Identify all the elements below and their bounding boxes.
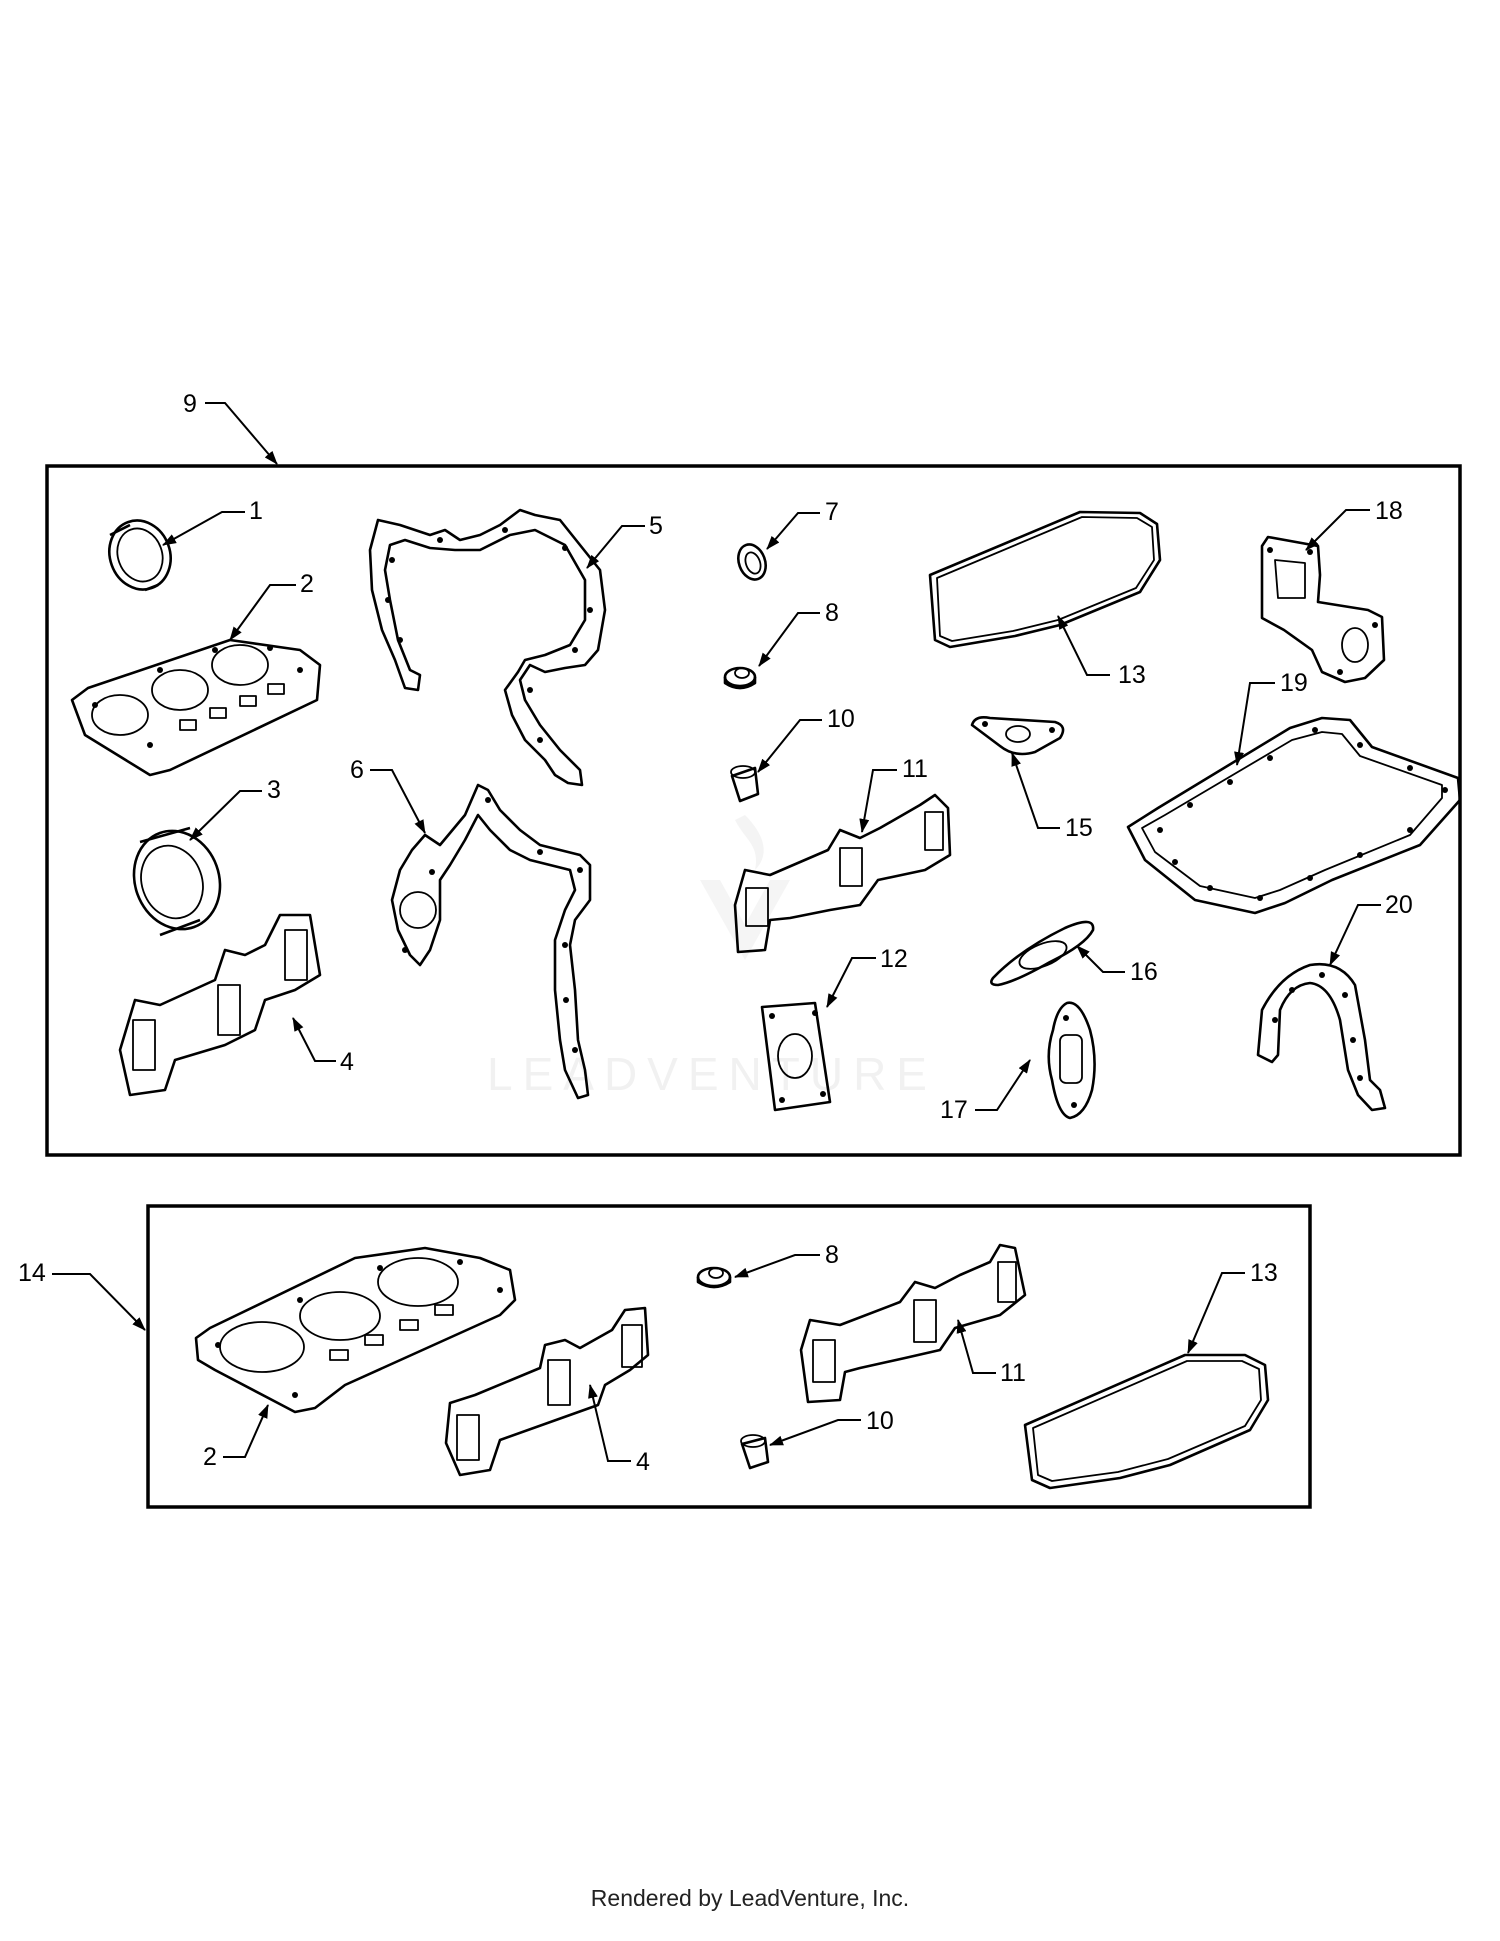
leader-20	[1329, 904, 1381, 966]
callout-6: 6	[350, 756, 364, 784]
part-11-intake-gasket	[733, 793, 952, 954]
kit-14-label: 14	[18, 1259, 46, 1287]
leader-8-kit14	[734, 1254, 820, 1278]
callout-5: 5	[649, 512, 663, 540]
leader-18	[1305, 509, 1370, 551]
callout-20: 20	[1385, 891, 1413, 919]
callout-11: 11	[902, 755, 928, 783]
callout-1: 1	[249, 497, 263, 525]
leader-2-kit14	[223, 1404, 269, 1458]
part-13-rocker-cover-gasket	[928, 510, 1162, 649]
kit-9-leader	[205, 402, 278, 465]
leader-13	[1057, 615, 1110, 676]
kit-9-label: 9	[183, 390, 197, 418]
leader-2	[229, 584, 296, 641]
leader-11	[859, 769, 897, 833]
callout-18: 18	[1375, 497, 1403, 525]
watermark-text: LEADVENTURE	[487, 1048, 937, 1100]
leader-6	[370, 769, 426, 834]
leader-13-kit14	[1187, 1272, 1245, 1354]
footer-credit: Rendered by LeadVenture, Inc.	[590, 1885, 910, 1911]
callout-13: 13	[1118, 661, 1146, 689]
leader-5	[586, 525, 645, 569]
callout-13-kit14: 13	[1250, 1259, 1278, 1287]
callout-4-kit14: 4	[636, 1448, 650, 1476]
callout-4: 4	[340, 1048, 354, 1076]
kit-14-leader	[52, 1273, 146, 1331]
part-3-rear-seal	[132, 826, 222, 937]
callout-10-kit14: 10	[866, 1407, 894, 1435]
leader-8	[758, 612, 820, 667]
part-13-rocker-cover-gasket-kit14	[1023, 1353, 1270, 1490]
leader-10	[757, 719, 822, 773]
leader-12	[826, 957, 876, 1008]
part-17-outlet-gasket	[1047, 1001, 1096, 1120]
callout-7: 7	[825, 498, 839, 526]
kit-9-frame	[45, 464, 1462, 1157]
leader-17	[975, 1059, 1031, 1111]
callout-10: 10	[827, 705, 855, 733]
part-2-head-gasket	[70, 638, 322, 777]
callout-8: 8	[825, 599, 839, 627]
part-2-head-gasket-kit14	[194, 1246, 517, 1414]
leader-15	[1011, 752, 1060, 829]
part-4-manifold-gasket-kit14	[444, 1306, 650, 1477]
part-16-exhaust-gasket	[990, 920, 1095, 987]
leader-10-kit14	[769, 1419, 861, 1446]
part-11-intake-gasket-kit14	[799, 1243, 1027, 1404]
part-5-timing-cover-gasket	[368, 508, 607, 787]
part-8-seal-cap-kit14	[696, 1266, 732, 1289]
part-1-crankshaft-seal	[108, 519, 172, 592]
callout-2-kit14: 2	[203, 1443, 217, 1471]
leader-7	[766, 512, 820, 550]
leader-19	[1234, 682, 1275, 766]
leader-4-kit14	[588, 1384, 631, 1462]
leader-3	[189, 790, 262, 841]
part-10-stem-seal-kit14	[740, 1434, 770, 1470]
leader-1	[162, 511, 245, 546]
part-20-seal-retainer-gasket	[1256, 962, 1387, 1112]
callout-15: 15	[1065, 814, 1093, 842]
part-19-oil-pan-gasket	[1126, 716, 1462, 915]
part-18-water-pump-gasket	[1260, 535, 1386, 684]
callout-12: 12	[880, 945, 908, 973]
part-15-flange-gasket	[970, 716, 1065, 756]
callout-17: 17	[940, 1096, 968, 1124]
callout-16: 16	[1130, 958, 1158, 986]
callout-8-kit14: 8	[825, 1241, 839, 1269]
callout-11-kit14: 11	[1000, 1359, 1026, 1387]
part-6-gear-case-gasket	[390, 783, 592, 1100]
leader-4	[292, 1017, 336, 1062]
part-8-seal-cap	[723, 666, 757, 690]
part-4-manifold-gasket	[118, 913, 322, 1097]
part-10-stem-seal	[730, 765, 760, 803]
kit-14-frame	[146, 1204, 1312, 1509]
watermark-logo	[700, 815, 790, 960]
part-7-valve-seal	[737, 543, 767, 581]
leader-11-kit14	[956, 1319, 996, 1374]
callout-19: 19	[1280, 669, 1308, 697]
leader-16	[1076, 945, 1125, 973]
callout-3: 3	[267, 776, 281, 804]
part-12-plate-gasket	[760, 1001, 832, 1112]
callout-2: 2	[300, 570, 314, 598]
